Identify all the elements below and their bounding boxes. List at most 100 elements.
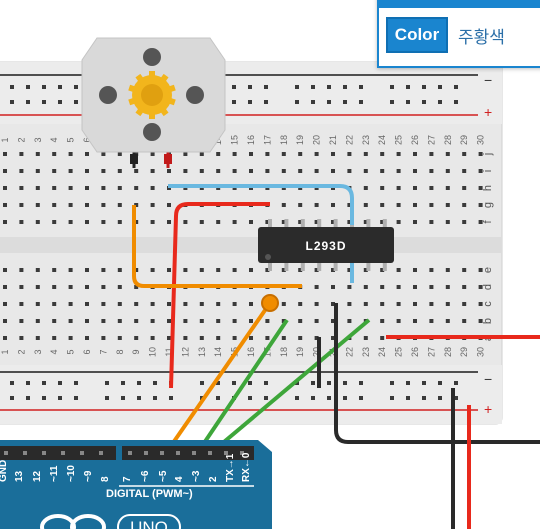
rail-hole[interactable]	[295, 100, 299, 104]
breadboard-hole[interactable]	[232, 302, 237, 306]
breadboard-hole[interactable]	[134, 220, 139, 224]
breadboard-hole[interactable]	[363, 152, 368, 156]
breadboard-hole[interactable]	[265, 268, 270, 272]
rail-hole[interactable]	[390, 100, 394, 104]
breadboard-hole[interactable]	[413, 220, 417, 224]
rail-hole[interactable]	[343, 100, 347, 104]
breadboard-hole[interactable]	[19, 220, 24, 224]
breadboard-hole[interactable]	[429, 169, 434, 173]
breadboard-hole[interactable]	[363, 268, 368, 272]
breadboard-hole[interactable]	[150, 302, 155, 306]
breadboard-hole[interactable]	[35, 203, 40, 207]
breadboard-hole[interactable]	[216, 336, 221, 340]
rail-hole[interactable]	[343, 85, 347, 89]
breadboard-hole[interactable]	[249, 319, 253, 323]
rail-hole[interactable]	[311, 100, 315, 104]
breadboard-hole[interactable]	[462, 302, 467, 306]
breadboard-hole[interactable]	[396, 220, 401, 224]
breadboard-hole[interactable]	[331, 203, 335, 207]
wire-black-2[interactable]	[334, 303, 540, 444]
rail-hole[interactable]	[10, 396, 14, 400]
wire-orange-motor[interactable]	[132, 205, 302, 288]
breadboard-hole[interactable]	[396, 319, 401, 323]
breadboard-hole[interactable]	[331, 302, 335, 306]
breadboard-hole[interactable]	[35, 220, 40, 224]
breadboard-hole[interactable]	[150, 152, 155, 156]
rail-hole[interactable]	[454, 100, 458, 104]
rail-hole[interactable]	[216, 396, 220, 400]
breadboard-hole[interactable]	[199, 152, 204, 156]
breadboard-hole[interactable]	[150, 336, 155, 340]
rail-hole[interactable]	[327, 100, 331, 104]
breadboard-hole[interactable]	[429, 319, 434, 323]
breadboard-hole[interactable]	[429, 268, 434, 272]
breadboard-hole[interactable]	[380, 302, 385, 306]
rail-hole[interactable]	[454, 396, 458, 400]
rail-hole[interactable]	[327, 381, 331, 385]
breadboard-hole[interactable]	[68, 336, 73, 340]
breadboard-hole[interactable]	[35, 319, 40, 323]
breadboard-hole[interactable]	[117, 319, 122, 323]
rail-hole[interactable]	[295, 396, 299, 400]
breadboard-hole[interactable]	[413, 203, 417, 207]
breadboard-hole[interactable]	[478, 186, 483, 190]
breadboard-hole[interactable]	[232, 336, 237, 340]
breadboard-hole[interactable]	[85, 203, 89, 207]
breadboard-hole[interactable]	[462, 268, 467, 272]
wire-red-top[interactable]	[169, 202, 270, 389]
rail-hole[interactable]	[359, 85, 363, 89]
rail-hole[interactable]	[248, 100, 252, 104]
breadboard-hole[interactable]	[413, 319, 417, 323]
breadboard-hole[interactable]	[265, 152, 270, 156]
l293d-chip[interactable]: L293D	[258, 219, 394, 271]
breadboard-hole[interactable]	[462, 220, 467, 224]
breadboard-hole[interactable]	[232, 220, 237, 224]
breadboard-hole[interactable]	[68, 285, 73, 289]
rail-hole[interactable]	[438, 100, 442, 104]
breadboard-hole[interactable]	[134, 186, 139, 190]
rail-hole[interactable]	[295, 85, 299, 89]
breadboard-hole[interactable]	[281, 336, 286, 340]
breadboard-hole[interactable]	[314, 302, 319, 306]
breadboard-hole[interactable]	[150, 268, 155, 272]
breadboard-hole[interactable]	[117, 302, 122, 306]
breadboard-hole[interactable]	[380, 285, 385, 289]
breadboard-hole[interactable]	[478, 285, 483, 289]
rail-hole[interactable]	[390, 396, 394, 400]
breadboard-hole[interactable]	[183, 169, 188, 173]
breadboard-hole[interactable]	[167, 336, 171, 340]
rail-hole[interactable]	[438, 396, 442, 400]
wire-endpoint-handle[interactable]	[261, 294, 279, 312]
rail-hole[interactable]	[406, 381, 410, 385]
breadboard-hole[interactable]	[462, 169, 467, 173]
color-selector-row[interactable]: Color 주황색	[386, 17, 540, 53]
breadboard-hole[interactable]	[101, 285, 106, 289]
breadboard-hole[interactable]	[314, 268, 319, 272]
breadboard-hole[interactable]	[85, 319, 89, 323]
breadboard-hole[interactable]	[347, 268, 352, 272]
breadboard-hole[interactable]	[314, 336, 319, 340]
breadboard-hole[interactable]	[183, 152, 188, 156]
breadboard-hole[interactable]	[445, 220, 450, 224]
breadboard-hole[interactable]	[396, 268, 401, 272]
breadboard-hole[interactable]	[298, 336, 303, 340]
wire-green-2[interactable]	[210, 318, 371, 454]
breadboard-hole[interactable]	[331, 285, 335, 289]
breadboard-hole[interactable]	[101, 152, 106, 156]
breadboard-hole[interactable]	[167, 220, 171, 224]
rail-hole[interactable]	[74, 381, 78, 385]
breadboard-hole[interactable]	[85, 220, 89, 224]
breadboard-hole[interactable]	[117, 186, 122, 190]
breadboard-hole[interactable]	[363, 186, 368, 190]
breadboard-hole[interactable]	[101, 268, 106, 272]
breadboard-hole[interactable]	[134, 302, 139, 306]
rail-hole[interactable]	[248, 85, 252, 89]
breadboard-hole[interactable]	[281, 319, 286, 323]
breadboard-hole[interactable]	[445, 302, 450, 306]
breadboard-hole[interactable]	[117, 169, 122, 173]
breadboard-hole[interactable]	[134, 319, 139, 323]
breadboard-hole[interactable]	[134, 336, 139, 340]
breadboard-hole[interactable]	[19, 336, 24, 340]
breadboard-hole[interactable]	[363, 203, 368, 207]
